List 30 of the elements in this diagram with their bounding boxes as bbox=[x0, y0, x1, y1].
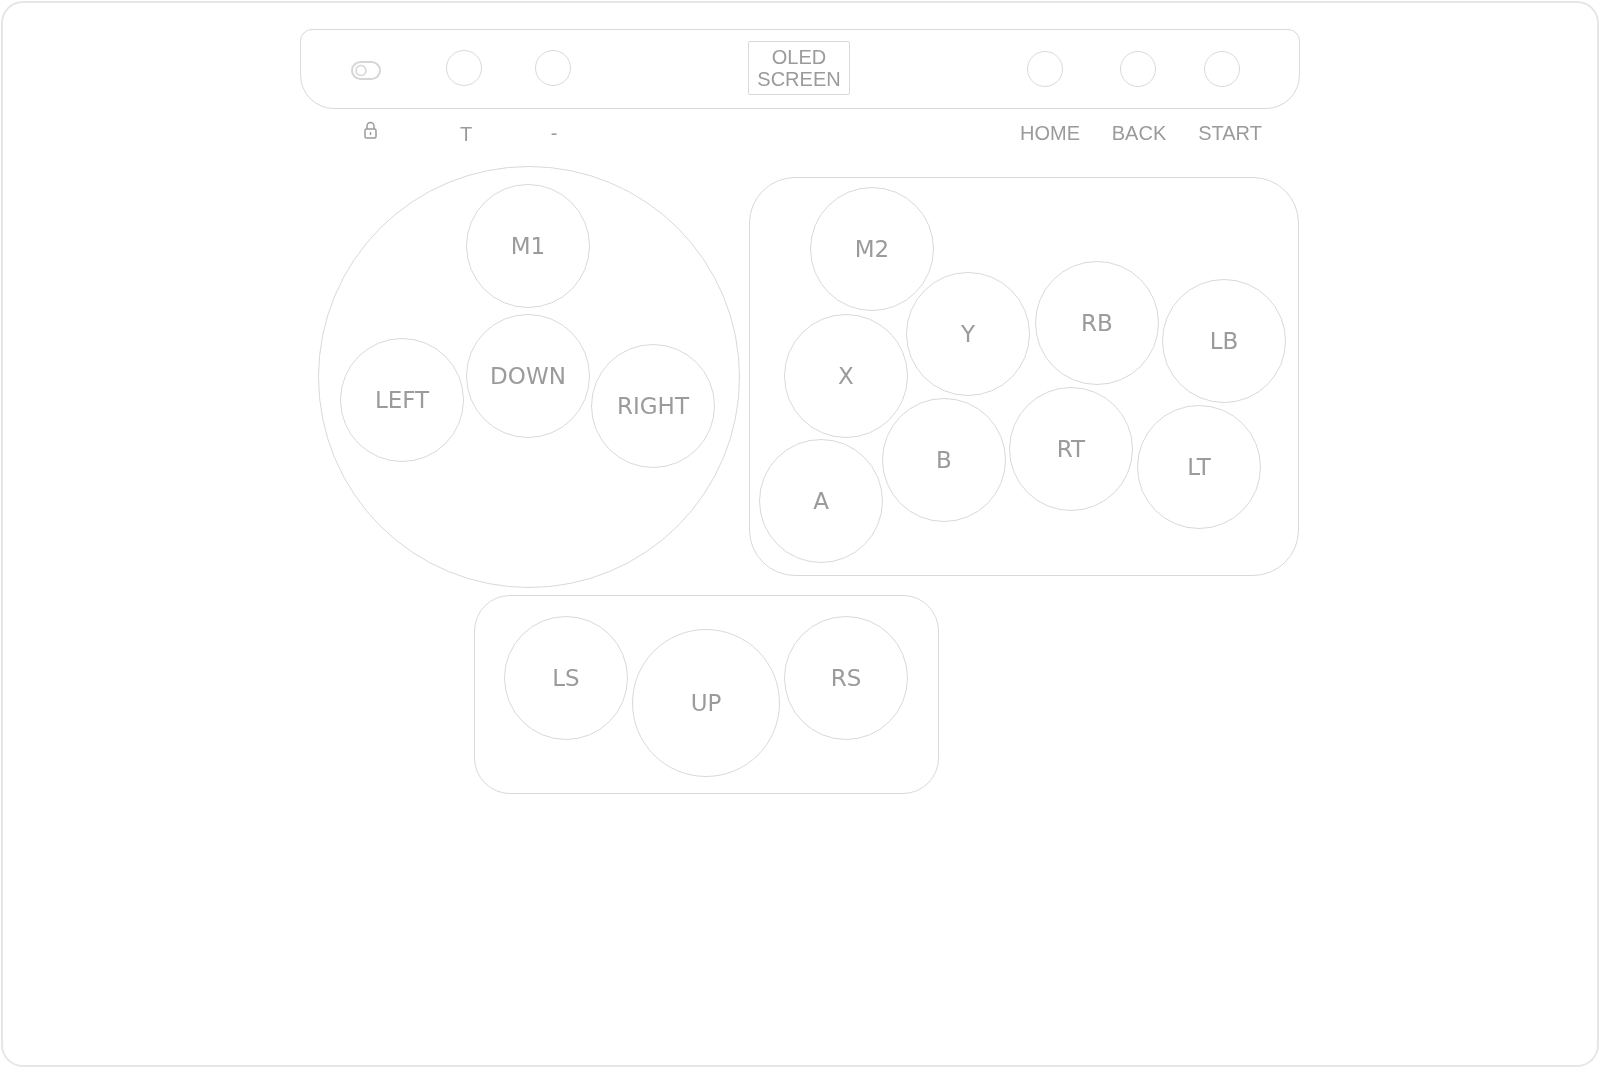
round-button bbox=[1204, 51, 1240, 87]
arcade-button: LEFT bbox=[340, 338, 464, 462]
arcade-button: LB bbox=[1162, 279, 1286, 403]
button-caption: START bbox=[1198, 121, 1262, 145]
arcade-button: LT bbox=[1137, 405, 1261, 529]
arcade-button: B bbox=[882, 398, 1006, 522]
arcade-button: UP bbox=[632, 629, 780, 777]
arcade-button: X bbox=[784, 314, 908, 438]
button-panel bbox=[749, 177, 1299, 576]
arcade-button: RT bbox=[1009, 387, 1133, 511]
arcade-button: DOWN bbox=[466, 314, 590, 438]
arcade-button: RS bbox=[784, 616, 908, 740]
round-button bbox=[535, 50, 571, 86]
button-caption: T bbox=[459, 122, 473, 146]
button-panel bbox=[474, 595, 939, 794]
arcade-button: RB bbox=[1035, 261, 1159, 385]
button-caption: HOME bbox=[1020, 121, 1080, 145]
round-button bbox=[446, 50, 482, 86]
round-button bbox=[1027, 51, 1063, 87]
control-bar bbox=[300, 29, 1300, 109]
arcade-button: Y bbox=[906, 272, 1030, 396]
screen-display: OLED SCREEN bbox=[748, 41, 850, 95]
arcade-button: LS bbox=[504, 616, 628, 740]
button-caption: BACK bbox=[1111, 121, 1167, 145]
button-caption: - bbox=[550, 121, 558, 145]
arcade-button: M2 bbox=[810, 187, 934, 311]
arcade-button: M1 bbox=[466, 184, 590, 308]
round-button bbox=[1120, 51, 1156, 87]
arcade-button: RIGHT bbox=[591, 344, 715, 468]
arcade-button: A bbox=[759, 439, 883, 563]
